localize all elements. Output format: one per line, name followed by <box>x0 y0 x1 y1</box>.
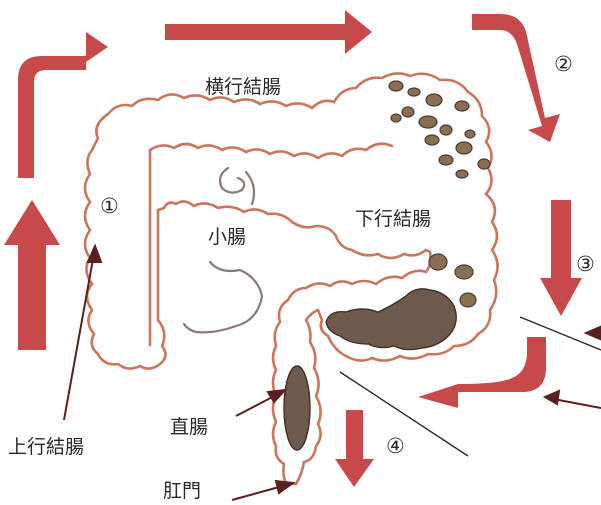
label-transverse-colon: 横行結腸 <box>205 78 281 97</box>
step-3-marker: ③ <box>576 254 595 275</box>
label-rectum: 直腸 <box>170 418 208 437</box>
flow-arrow-down-rectum <box>335 410 374 487</box>
pointer-ascending-colon <box>64 248 95 420</box>
small-intestine-loop <box>184 168 262 332</box>
flow-arrow-hook-left <box>418 337 546 408</box>
flow-arrow-hook-down <box>472 14 560 142</box>
step-1-marker: ① <box>100 196 119 217</box>
flow-arrow-hook-right <box>18 32 108 178</box>
step-4-marker: ④ <box>386 436 405 457</box>
flow-arrow-up <box>4 200 60 350</box>
stool-pellets <box>389 81 490 307</box>
flow-arrow-right <box>165 10 372 54</box>
step-2-marker: ② <box>554 54 573 75</box>
stool-mass <box>326 289 456 350</box>
label-descending-colon: 下行結腸 <box>355 210 431 229</box>
rectum-stool <box>284 366 310 450</box>
label-small-intestine: 小腸 <box>208 228 246 247</box>
label-anus: 肛門 <box>163 482 201 501</box>
label-ascending-colon: 上行結腸 <box>8 438 84 457</box>
